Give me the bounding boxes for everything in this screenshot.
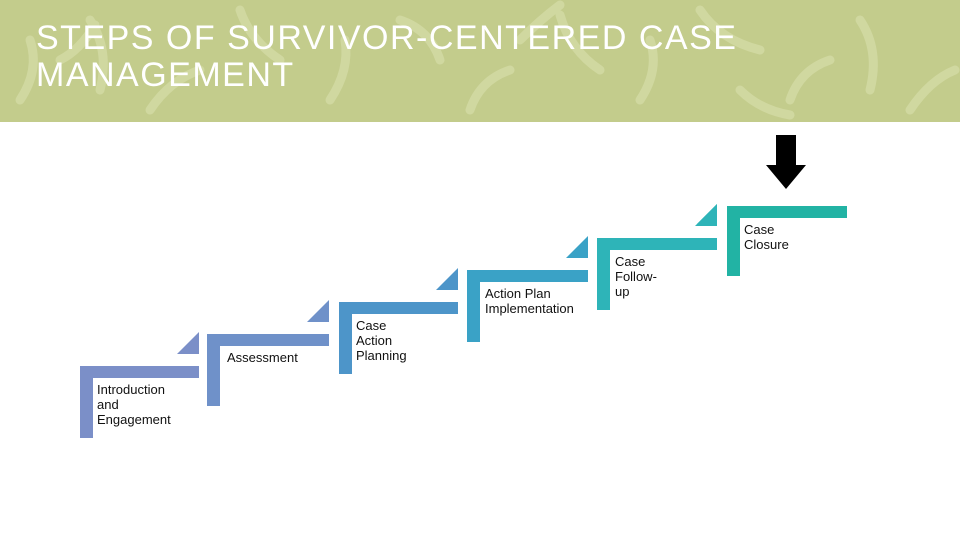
step-label-2: Assessment (227, 350, 298, 365)
step-triangle-closure (697, 204, 717, 224)
step-top-bar-1 (80, 366, 199, 378)
step-label-4: Action Plan Implementation (485, 286, 574, 316)
title-banner: STEPS OF SURVIVOR-CENTERED CASE MANAGEME… (0, 0, 960, 122)
down-arrow-icon (766, 135, 806, 189)
step-top-bar-3 (339, 302, 458, 314)
step-side-bar-3 (339, 302, 352, 374)
leaf-pattern-decoration (15, 0, 960, 120)
step-side-bar-1 (80, 366, 93, 438)
step-label-1: Introduction and Engagement (97, 382, 171, 427)
step-triangle-1 (177, 332, 199, 354)
step-label-5: Case Follow-up (615, 254, 657, 299)
step-side-bar-6 (727, 206, 740, 276)
step-side-bar-4 (467, 270, 480, 342)
page-title: STEPS OF SURVIVOR-CENTERED CASE MANAGEME… (36, 19, 738, 94)
staircase-diagram: Introduction and Engagement Assessment C… (0, 122, 960, 540)
step-triangle-2 (307, 300, 329, 322)
step-top-bar-5 (597, 238, 717, 250)
step-triangle-3 (436, 268, 458, 290)
step-top-bar-4 (467, 270, 588, 282)
step-triangle-4 (566, 236, 588, 258)
step-label-3: Case Action Planning (356, 318, 407, 363)
step-top-bar-6 (727, 206, 847, 218)
step-top-bar-2 (207, 334, 329, 346)
step-label-6: Case Closure (744, 222, 789, 252)
step-side-bar-5 (597, 238, 610, 310)
step-side-bar-2 (207, 334, 220, 406)
